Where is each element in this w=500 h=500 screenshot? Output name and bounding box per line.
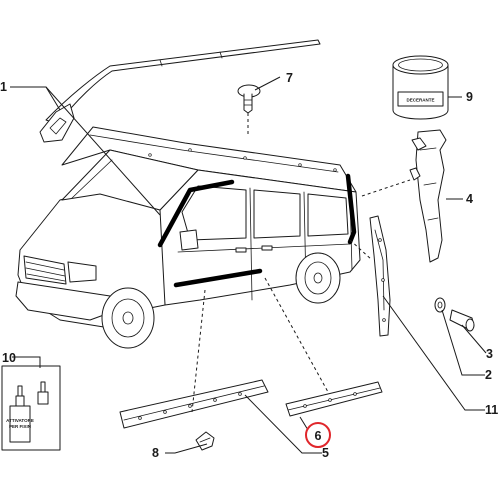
jar-label: DECERANTE bbox=[406, 98, 434, 103]
part-11-rear-strip bbox=[369, 215, 391, 337]
callout-6-highlight-ring bbox=[305, 422, 331, 448]
callout-9: 9 bbox=[466, 90, 473, 104]
callout-labels: 1 2 3 4 5 6 7 8 9 10 11 bbox=[0, 71, 498, 460]
part-6-sill-strip bbox=[285, 381, 383, 417]
bottle-label-line-1: ATTIVATORE bbox=[6, 418, 34, 423]
part-5-sill-strip bbox=[119, 379, 269, 429]
part-9-jar: DECERANTE bbox=[392, 55, 449, 120]
part-1-pillar-trim bbox=[39, 39, 321, 143]
part-4-bracket bbox=[409, 129, 447, 263]
part-8-clip bbox=[195, 431, 215, 451]
bottle-label-line-2: PER FIXIN bbox=[9, 424, 31, 429]
callout-1: 1 bbox=[0, 80, 7, 94]
callout-11: 11 bbox=[485, 403, 498, 417]
installed-seals bbox=[157, 173, 357, 288]
callout-5: 5 bbox=[322, 446, 329, 460]
part-3-screw bbox=[449, 309, 475, 332]
callout-7: 7 bbox=[286, 71, 293, 85]
callout-10: 10 bbox=[2, 351, 16, 365]
callout-4: 4 bbox=[466, 192, 473, 206]
leader-lines bbox=[10, 76, 487, 454]
part-10-bottle: ATTIVATORE PER FIXIN bbox=[1, 365, 61, 451]
part-7-clip bbox=[237, 84, 261, 114]
callout-2: 2 bbox=[485, 368, 492, 382]
callout-6: 6 bbox=[315, 429, 322, 443]
callout-3: 3 bbox=[486, 347, 493, 361]
vehicle-body bbox=[15, 126, 361, 349]
callout-8: 8 bbox=[152, 446, 159, 460]
part-2-washer bbox=[434, 297, 446, 313]
